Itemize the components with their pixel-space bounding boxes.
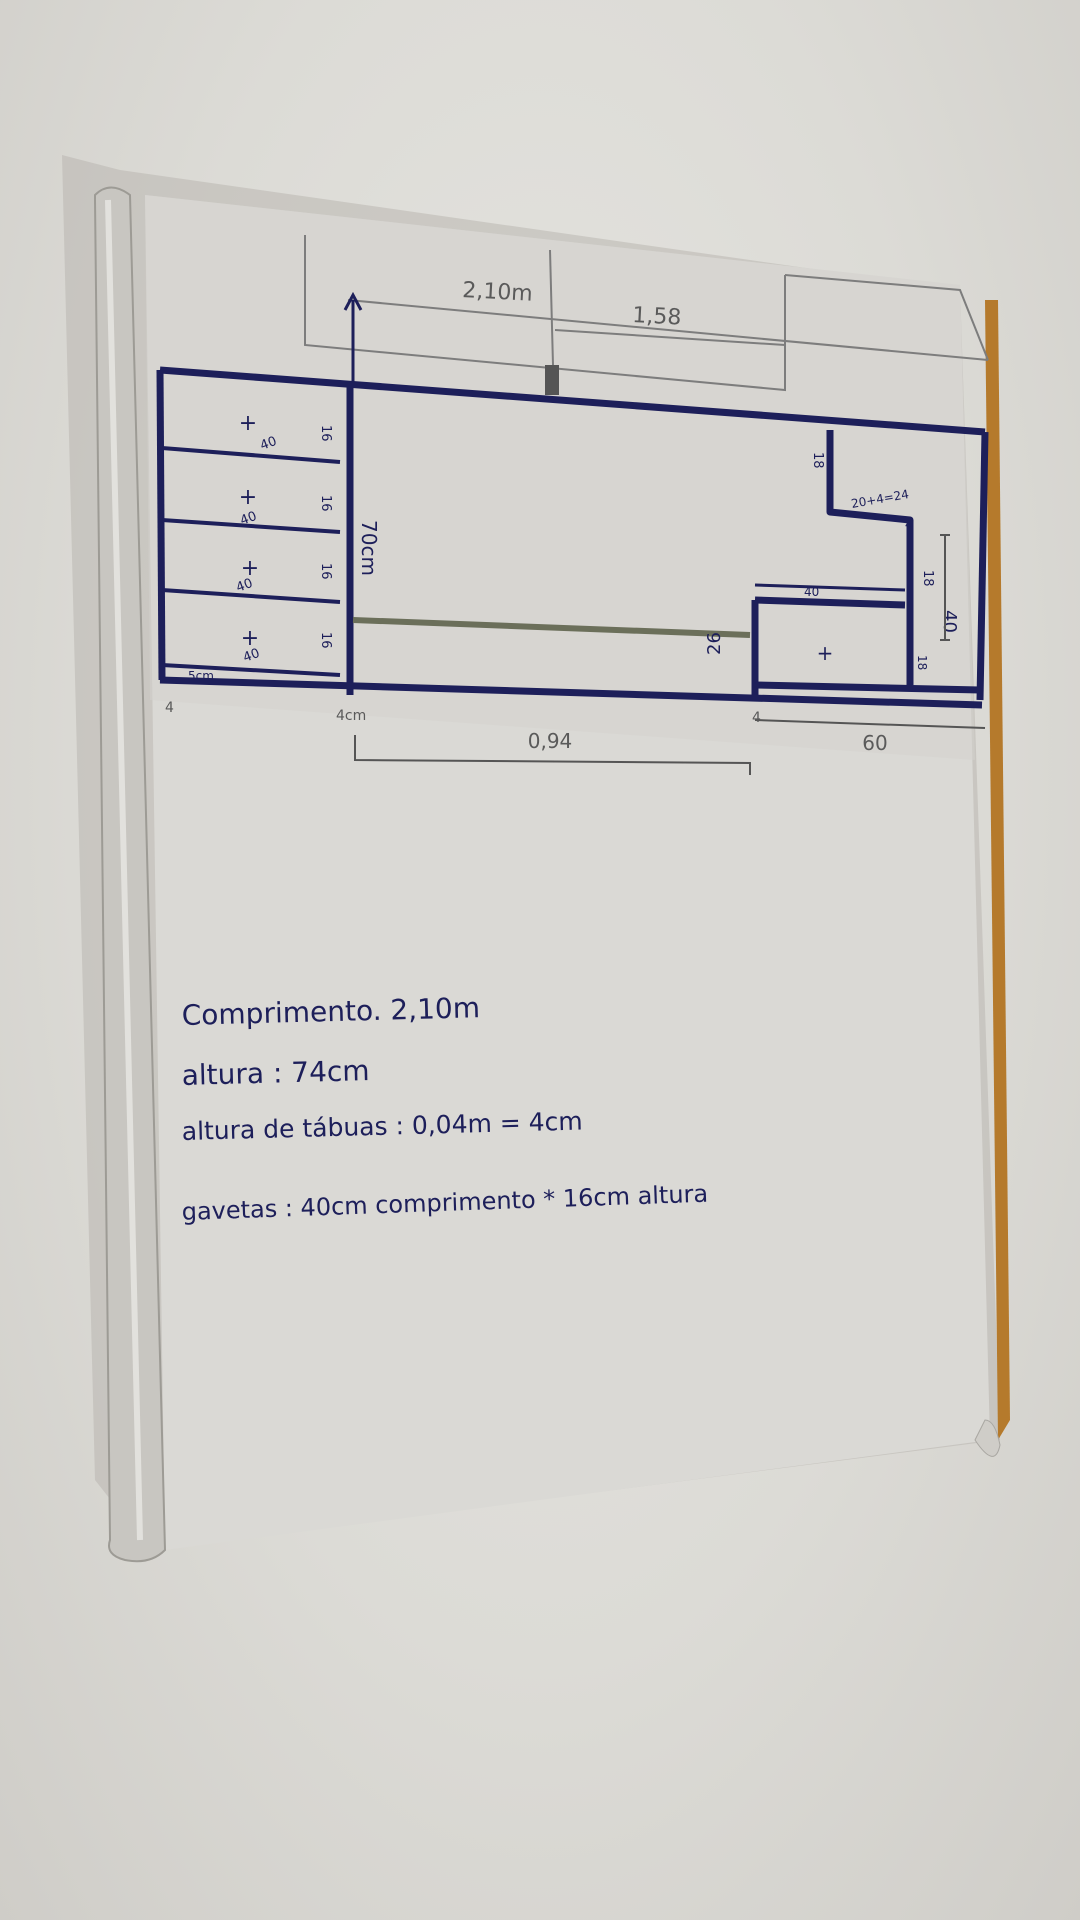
label-main-height: 70cm [357,520,381,576]
note-altura: altura : 74cm [181,1054,370,1092]
label-right-post: 4 [752,710,761,726]
right-shelf-height: 18 [920,570,935,587]
label-total-length: 2,10m [462,278,534,307]
right-side-height: 40 [939,610,960,633]
notebook-rolled-binding [94,186,167,1563]
drawer-height-1: 16 [318,425,333,442]
drawer-height-3: 16 [318,563,333,580]
drawer-bottom-label: 5cm [188,669,214,683]
binding-highlight [105,199,143,1541]
label-middle-span: 0,94 [528,729,573,753]
drawer-plus-1: + [239,411,257,436]
drawer-width-1: 40 [258,434,279,454]
note-comprimento: Comprimento. 2,10m [181,991,480,1032]
center-divider-mark [545,365,559,395]
top-dimension-arrow [343,291,363,385]
right-side-dimension-line [940,534,950,641]
drawer-dividers [161,446,341,677]
right-small-shelf-width: 40 [804,585,819,599]
drawer-width-2: 40 [238,509,259,529]
drawer-width-3: 40 [234,576,255,596]
pencil-shelf-line [352,617,751,638]
furniture-outline [156,366,989,709]
right-inner-bottom: 18 [915,655,929,670]
right-unit-thin-line [754,583,906,592]
label-right-span: 60 [862,731,887,755]
drawer-plus-3: + [241,556,259,581]
drawer-labels: + + + + 40 40 40 40 16 16 16 16 5cm 4 4c… [165,411,366,724]
drawer-side-left: 4 [165,700,174,716]
bottom-dimension-lines [354,719,986,775]
drawer-height-2: 16 [318,495,333,512]
right-top-drop: 18 [810,452,825,469]
right-corner-small: 4 [905,520,911,531]
drawer-plus-2: + [239,485,257,510]
drawer-height-4: 16 [318,632,333,649]
right-box-plus: + [817,641,834,665]
page-curl [974,1419,1001,1457]
label-inner-length: 1,58 [632,303,682,331]
drawer-width-4: 40 [241,646,262,666]
right-box-height: 26 [704,632,725,655]
drawer-plus-4: + [241,626,259,651]
drawer-side-right: 4cm [336,708,366,724]
notebook-cover-edge [985,300,1010,1440]
